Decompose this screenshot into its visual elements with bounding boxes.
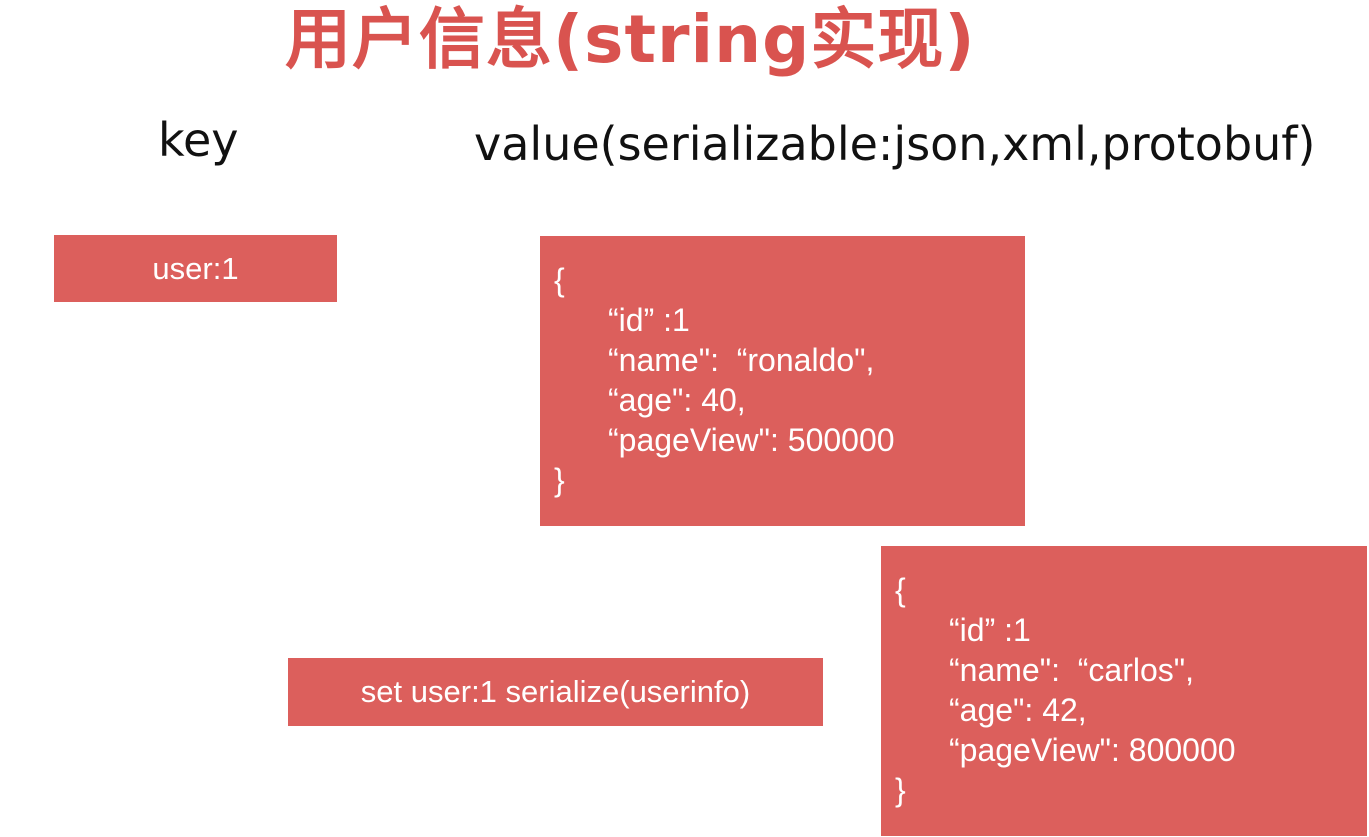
json-close-brace: } bbox=[895, 772, 906, 808]
json-line-age: “age": 40, bbox=[608, 382, 746, 418]
json-line-pageview: “pageView": 500000 bbox=[608, 422, 895, 458]
json-line-age: “age": 42, bbox=[949, 692, 1087, 728]
key-box-text: user:1 bbox=[152, 250, 239, 286]
json-value-box-ronaldo: { “id” :1 “name": “ronaldo", “age": 40, … bbox=[540, 236, 1025, 526]
json-value-box-carlos: { “id” :1 “name": “carlos", “age": 42, “… bbox=[881, 546, 1367, 836]
key-column-label: key bbox=[158, 113, 239, 167]
value-column-label: value(serializable:json,xml,protobuf) bbox=[474, 117, 1316, 171]
key-box: user:1 bbox=[54, 235, 337, 302]
json-line-id: “id” :1 bbox=[949, 612, 1031, 648]
json-line-id: “id” :1 bbox=[608, 302, 690, 338]
json-close-brace: } bbox=[554, 462, 565, 498]
json-open-brace: { bbox=[554, 262, 565, 298]
json-line-pageview: “pageView": 800000 bbox=[949, 732, 1236, 768]
json-line-name: “name": “carlos", bbox=[949, 652, 1194, 688]
slide-title: 用户信息(string实现) bbox=[285, 1, 976, 78]
json-line-name: “name": “ronaldo", bbox=[608, 342, 875, 378]
json-open-brace: { bbox=[895, 572, 906, 608]
set-command-text: set user:1 serialize(userinfo) bbox=[360, 674, 751, 709]
set-command-box: set user:1 serialize(userinfo) bbox=[288, 658, 823, 726]
